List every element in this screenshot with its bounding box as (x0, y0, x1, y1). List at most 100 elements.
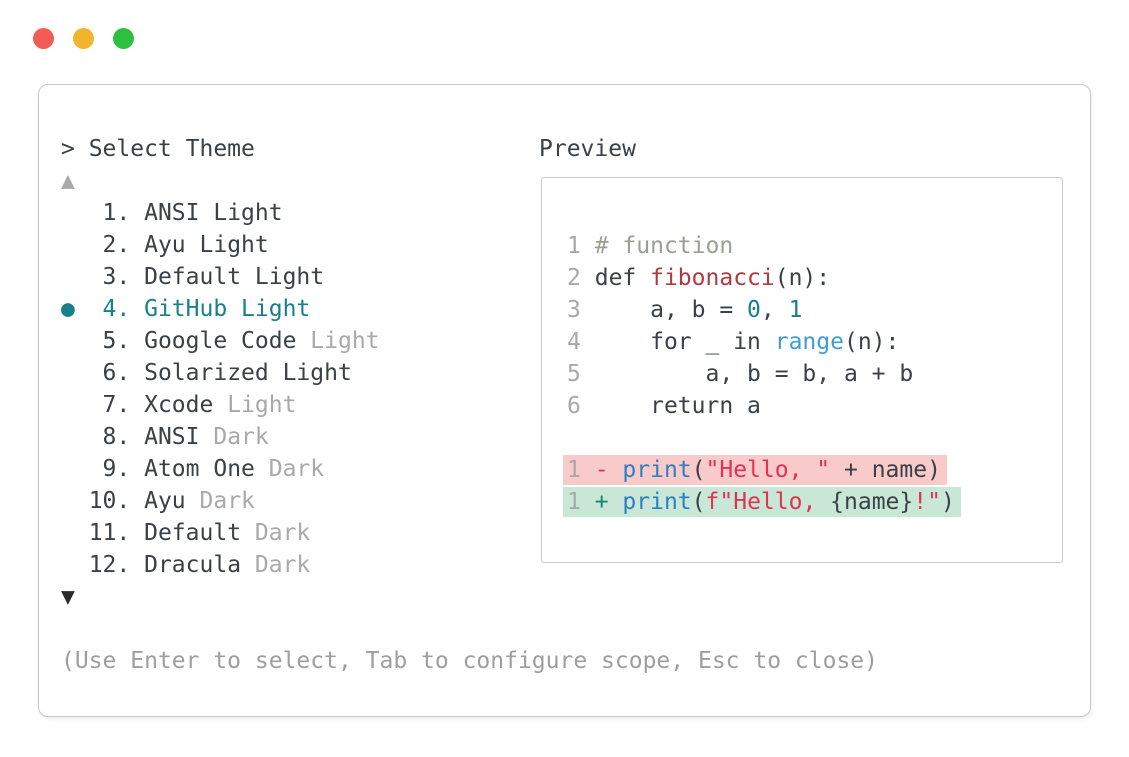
theme-name: Atom One (144, 456, 255, 482)
theme-name: Ayu (144, 488, 186, 514)
theme-number: 11. (74, 520, 145, 546)
line-number: 1 (567, 457, 581, 483)
theme-name: Ayu (144, 232, 186, 258)
theme-list-item[interactable]: 11. Default Dark (61, 517, 380, 549)
code-token: print (622, 457, 692, 483)
theme-list-item[interactable]: 9. Atom One Dark (61, 453, 380, 485)
theme-variant: Dark (241, 520, 311, 546)
theme-list-item[interactable]: 5. Google Code Light (61, 325, 380, 357)
code-token: + name) (830, 457, 941, 483)
footer-hint: (Use Enter to select, Tab to configure s… (61, 648, 878, 674)
picker-title: > Select Theme (61, 136, 255, 162)
bullet-placeholder (61, 360, 75, 386)
theme-name: Google Code (144, 328, 297, 354)
close-button[interactable] (33, 28, 54, 49)
bullet-placeholder (61, 232, 75, 258)
theme-variant: Dark (254, 456, 325, 482)
code-line: 4 for _ in range(n): (567, 326, 1062, 358)
line-number: 6 (567, 393, 581, 419)
scroll-up-indicator[interactable]: ▲ (61, 168, 75, 194)
diff-highlight: 1 + print(f"Hello, {name}!") (563, 487, 961, 517)
code-token: !" (913, 489, 941, 515)
theme-variant: Light (241, 264, 325, 290)
code-token: ) (940, 489, 955, 515)
window-controls (33, 28, 134, 49)
theme-name: Dracula (144, 552, 242, 578)
theme-variant: Dark (185, 488, 255, 514)
bullet-placeholder (61, 200, 75, 226)
diff-removed-line: 1 - print("Hello, " + name) (563, 454, 1062, 486)
zoom-button[interactable] (113, 28, 134, 49)
theme-number: 5. (74, 328, 145, 354)
line-number: 2 (567, 265, 581, 291)
theme-list-item[interactable]: 2. Ayu Light (61, 229, 380, 261)
code-token: 0 (747, 297, 761, 323)
theme-number: 7. (74, 392, 145, 418)
theme-name: ANSI (144, 424, 200, 450)
theme-list-item[interactable]: 8. ANSI Dark (61, 421, 380, 453)
bullet-placeholder (61, 392, 75, 418)
theme-variant: Light (185, 232, 269, 258)
code-token: a, b = (594, 297, 748, 323)
theme-list-item[interactable]: 1. ANSI Light (61, 197, 380, 229)
theme-picker-panel: > Select Theme ▲ 1. ANSI Light 2. Ayu Li… (38, 84, 1091, 717)
theme-number: 9. (74, 456, 145, 482)
code-token: a, b = b, a + b (594, 361, 914, 387)
theme-number: 12. (74, 552, 145, 578)
theme-name: ANSI (144, 200, 200, 226)
code-token: ( (691, 489, 706, 515)
theme-number: 10. (74, 488, 145, 514)
scroll-down-indicator[interactable]: ▼ (61, 584, 75, 610)
diff-highlight: 1 - print("Hello, " + name) (563, 455, 947, 485)
theme-number: 2. (74, 232, 145, 258)
code-line-blank (567, 422, 1062, 454)
code-token: , (760, 297, 789, 323)
code-line: 6 return a (567, 390, 1062, 422)
theme-list: 1. ANSI Light 2. Ayu Light 3. Default Li… (61, 197, 380, 581)
theme-list-item[interactable]: 12. Dracula Dark (61, 549, 380, 581)
line-number: 4 (567, 329, 581, 355)
code-token: print (622, 489, 692, 515)
theme-variant: Dark (199, 424, 269, 450)
diff-added-line: 1 + print(f"Hello, {name}!") (563, 486, 1062, 518)
code-token: "Hello, " (705, 457, 831, 483)
theme-name: Xcode (144, 392, 214, 418)
code-token: (n): (774, 265, 831, 291)
line-number: 1 (567, 489, 581, 515)
theme-number: 3. (74, 264, 145, 290)
theme-number: 4. (74, 296, 145, 322)
code-token: range (774, 329, 844, 355)
bullet-placeholder (61, 520, 75, 546)
theme-list-item[interactable]: 7. Xcode Light (61, 389, 380, 421)
theme-list-item[interactable]: 6. Solarized Light (61, 357, 380, 389)
theme-variant: Light (199, 200, 283, 226)
theme-list-item[interactable]: 10. Ayu Dark (61, 485, 380, 517)
bullet-placeholder (61, 328, 75, 354)
code-token: return a (594, 393, 761, 419)
theme-list-item[interactable]: 3. Default Light (61, 261, 380, 293)
code-line: 5 a, b = b, a + b (567, 358, 1062, 390)
code-token: - (594, 457, 623, 483)
code-token: f"Hello, (705, 489, 831, 515)
bullet-placeholder (61, 264, 75, 290)
theme-name: GitHub (144, 296, 228, 322)
theme-list-item[interactable]: ● 4. GitHub Light (61, 293, 380, 325)
code-line: 1 # function (567, 230, 1062, 262)
bullet-placeholder (61, 488, 75, 514)
theme-variant: Light (296, 328, 380, 354)
code-token: # function (594, 233, 734, 259)
code-token: (n): (843, 329, 900, 355)
code-token: for _ in (594, 329, 775, 355)
theme-name: Default (144, 520, 242, 546)
theme-name: Default (144, 264, 242, 290)
theme-name: Solarized (144, 360, 269, 386)
theme-variant: Light (213, 392, 297, 418)
preview-label: Preview (539, 136, 636, 162)
theme-variant: Light (268, 360, 352, 386)
bullet-placeholder (61, 456, 75, 482)
selected-bullet-icon: ● (61, 296, 75, 322)
line-number: 5 (567, 361, 581, 387)
minimize-button[interactable] (73, 28, 94, 49)
theme-variant: Light (227, 296, 311, 322)
